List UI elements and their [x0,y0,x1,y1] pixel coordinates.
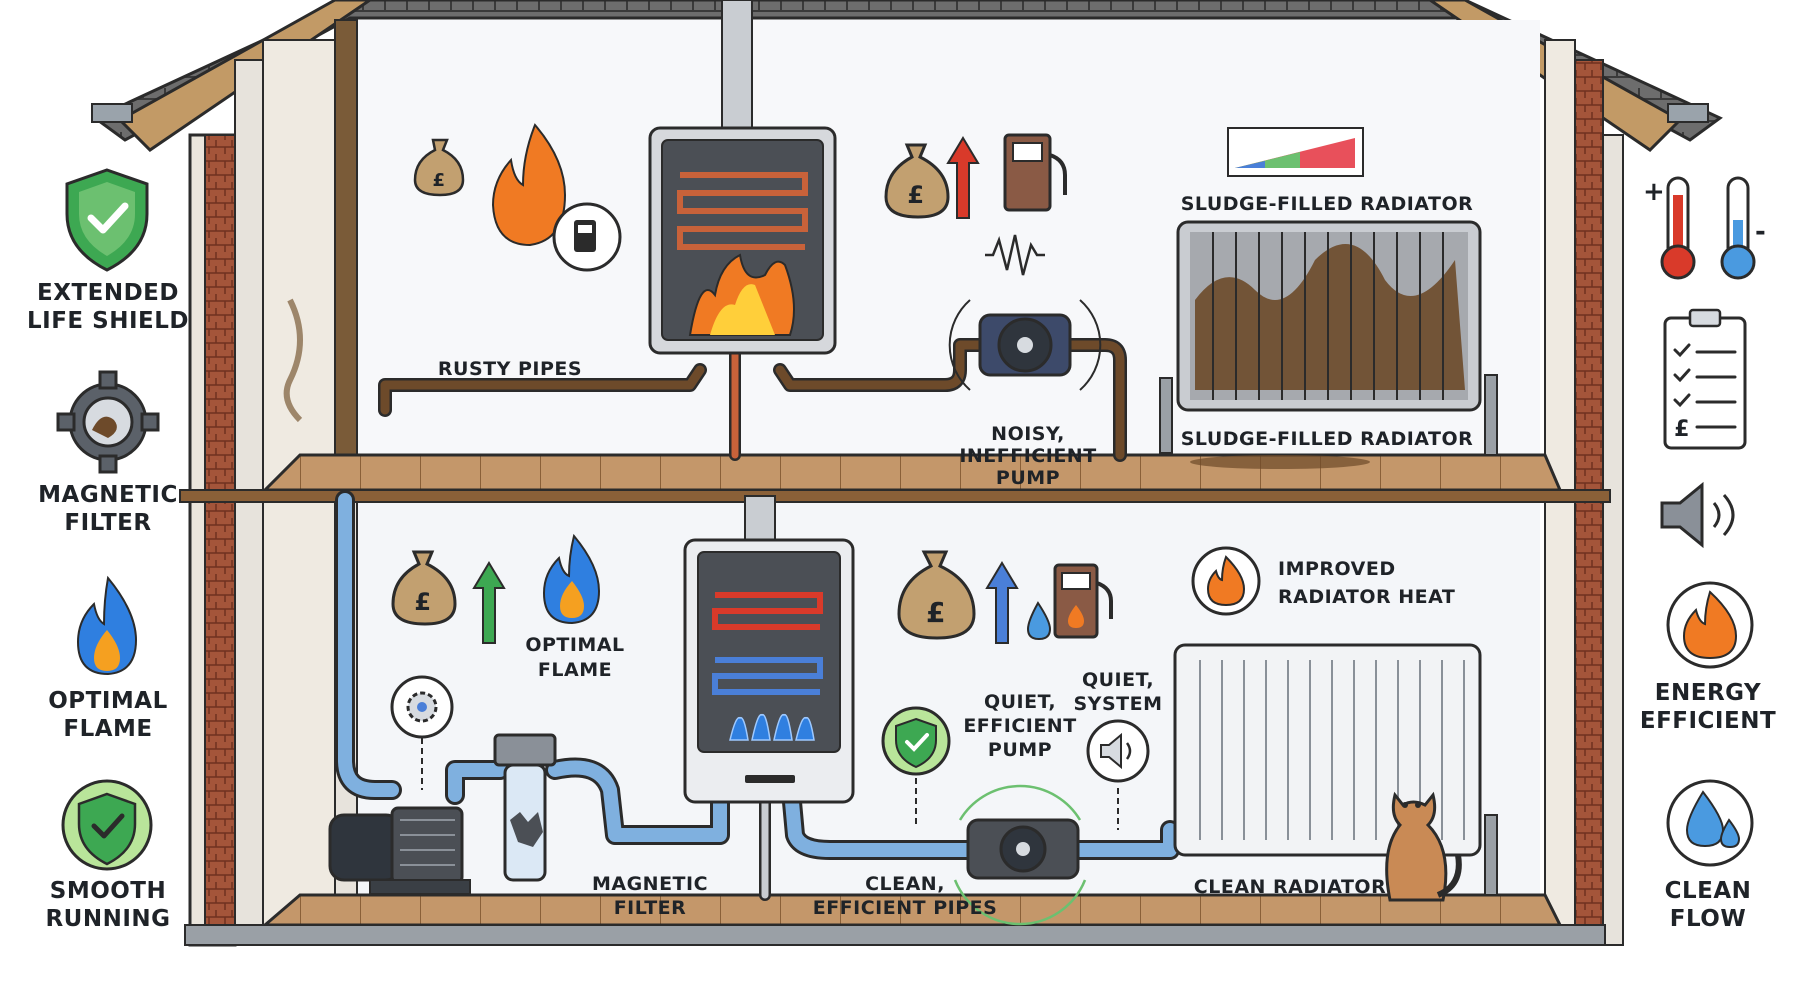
quiet-pump [953,784,1087,926]
arrow-up-icon [472,561,506,644]
svg-text:£: £ [432,170,445,191]
fuel-pump-icon [1053,563,1113,639]
flame-badge-icon [1191,546,1261,616]
flame-icon [1666,581,1754,669]
thermometer-icon: + - [1643,176,1766,280]
old-boiler [648,126,837,355]
sludge-radiator [1159,220,1498,469]
shield-check-icon [65,168,149,272]
water-drop-icon [1026,601,1052,641]
svg-text:+: + [1643,177,1665,207]
lower-floor-boards [184,893,1606,946]
magnetic-filter-unit [493,733,557,882]
clean-pipes [335,490,1180,901]
arrow-up-icon [985,561,1019,644]
left-gutter [91,103,133,123]
shield-check-icon [61,779,153,871]
rusty-wall-pipe [334,19,358,461]
arrow-up-icon [946,136,980,219]
flame-icon [491,123,567,247]
money-bag-icon: £ [413,138,465,197]
right-gutter [1667,103,1709,123]
speaker-badge-icon [1086,719,1150,783]
speaker-icon [1660,481,1735,549]
noise-wave-icon [985,234,1045,276]
fuel-pump-icon [552,202,622,272]
svg-text:-: - [1755,217,1766,247]
heat-gradient-bar [1227,127,1364,177]
fuel-pump-icon [1003,133,1067,212]
quiet-system-label: QUIET,SYSTEM [1074,669,1163,715]
blue-flame-icon [76,575,138,676]
clean-pipes-label: CLEAN,EFFICIENT PIPES [813,873,998,919]
shield-check-badge-icon [881,706,951,776]
gear-badge-icon [390,675,454,739]
rusty-pipes-label: RUSTY PIPES [438,358,582,380]
upper-flue [721,0,753,131]
noisy-pump [948,299,1102,391]
rusty-pipes [378,338,1127,462]
svg-text:£: £ [926,596,946,629]
blue-flame-icon [542,533,601,625]
cat [1385,791,1462,902]
sludge-radiator-title: SLUDGE-FILLED RADIATOR [1181,193,1474,215]
motor-pump [328,806,471,895]
gear-icon [56,370,160,474]
svg-text:£: £ [414,588,431,616]
money-bag-icon: £ [884,143,950,219]
checklist-icon: £ [1663,308,1747,450]
lower-flue [744,495,776,542]
money-bag-icon: £ [391,550,457,626]
water-drops-icon [1666,779,1754,867]
new-boiler [683,538,855,804]
blue-burner-flame-icon [729,713,815,741]
sludge-radiator-label: SLUDGE-FILLED RADIATOR [1181,428,1474,450]
upper-floor-boards [179,453,1611,503]
svg-text:£: £ [1674,417,1690,442]
money-bag-icon: £ [897,550,976,640]
svg-text:£: £ [907,181,924,209]
clean-radiator-label: CLEAN RADIATOR [1194,876,1386,898]
